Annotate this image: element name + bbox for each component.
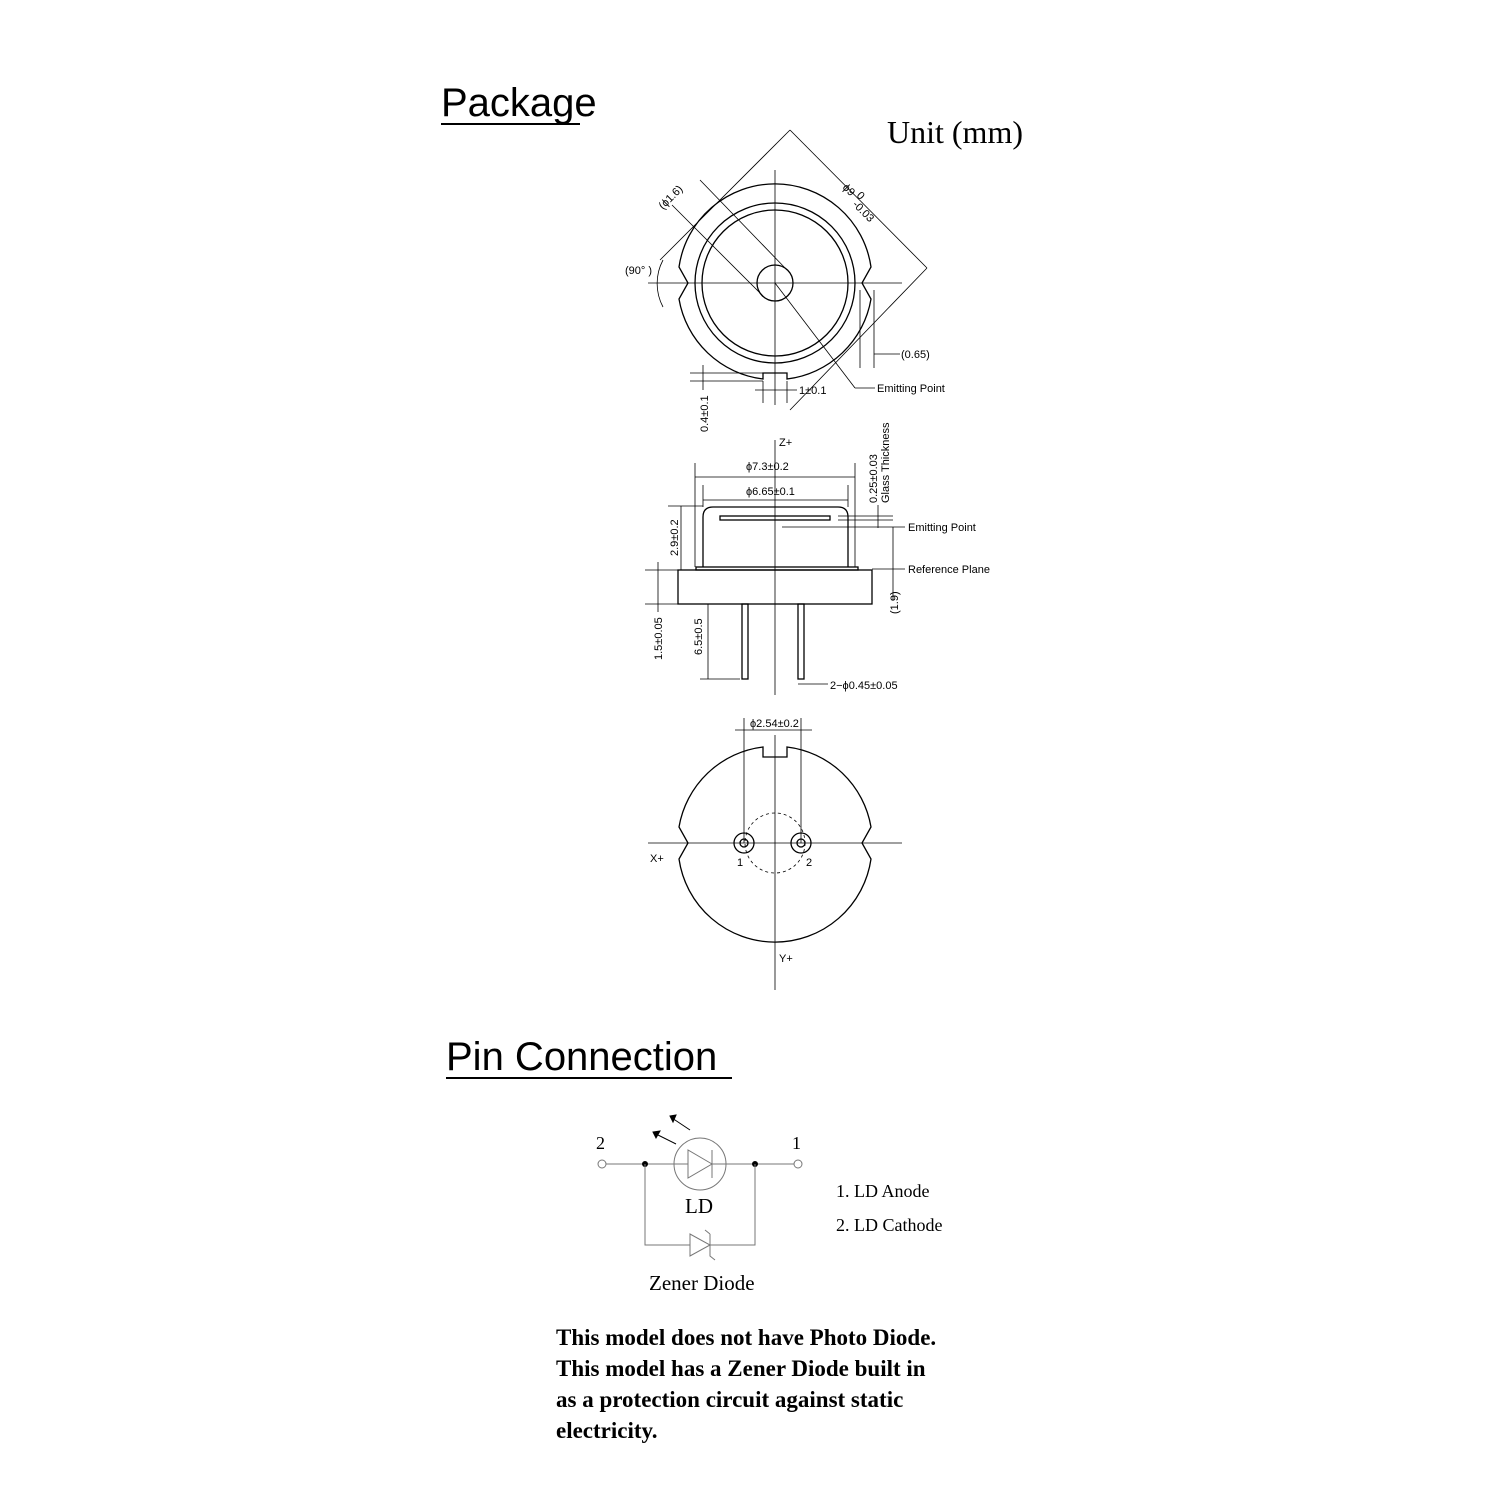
glass-dim: 0.25±0.03 [868, 454, 880, 503]
package-title: Package [441, 81, 597, 125]
zener-diode-symbol [689, 1229, 716, 1261]
notch-dim: (0.65) [901, 349, 930, 361]
phi-window-dim: ϕ6.65±0.1 [746, 486, 795, 498]
reference-plane-label: Reference Plane [908, 564, 990, 576]
ref-height-dim: (1.9) [889, 591, 901, 614]
legend-anode: 1. LD Anode [836, 1181, 930, 1201]
phi-small-dim: (ϕ1.6) [657, 183, 686, 212]
legend-cathode: 2. LD Cathode [836, 1215, 942, 1235]
pin1-label: 1 [737, 857, 743, 869]
model-notes: This model does not have Photo Diode. Th… [556, 1325, 937, 1443]
height-dim: 2.9±0.2 [669, 519, 681, 556]
emission-arrow-icon [669, 1114, 691, 1131]
tab-width-dim: 1±0.1 [799, 385, 826, 397]
side-view: Z+ ϕ7.3±0.2 ϕ6.65±0.1 0.25±0.03 Glass Th… [645, 422, 990, 695]
x-axis-label: X+ [650, 853, 664, 865]
y-axis-label: Y+ [779, 953, 793, 965]
emitting-point-side-label: Emitting Point [908, 522, 976, 534]
z-axis-label: Z+ [779, 437, 792, 449]
glass-label: Glass Thickness [880, 422, 892, 503]
emitting-point-label: Emitting Point [877, 383, 945, 395]
phi-cap-dim: ϕ7.3±0.2 [746, 461, 789, 473]
pin-connection-title: Pin Connection [446, 1035, 717, 1079]
top-view: (90° ) (ϕ1.6) ϕ9 0 -0.03 (0.65) 1±0.1 0.… [625, 129, 945, 432]
base-dim: 1.5±0.05 [653, 617, 665, 660]
ld-label: LD [685, 1194, 713, 1218]
tab-height-dim: 0.4±0.1 [699, 395, 711, 432]
pin-dia-dim: 2−ϕ0.45±0.05 [830, 680, 898, 692]
schematic: 2 1 LD Zener Diode 1. LD Anode 2. LD Cat… [596, 1114, 942, 1295]
pin-length-dim: 6.5±0.5 [693, 618, 705, 655]
svg-text:-0.03: -0.03 [850, 199, 876, 225]
angle-dim: (90° ) [625, 265, 652, 277]
pin2-label: 2 [806, 857, 812, 869]
svg-text:1: 1 [792, 1133, 801, 1153]
emission-arrow-icon [652, 1130, 677, 1145]
svg-text:2: 2 [596, 1133, 605, 1153]
pitch-dim: ϕ2.54±0.2 [750, 718, 799, 730]
bottom-view: ϕ2.54±0.2 X+ Y+ 1 2 [648, 718, 902, 990]
unit-label: Unit (mm) [887, 114, 1023, 150]
zener-label: Zener Diode [649, 1271, 755, 1295]
